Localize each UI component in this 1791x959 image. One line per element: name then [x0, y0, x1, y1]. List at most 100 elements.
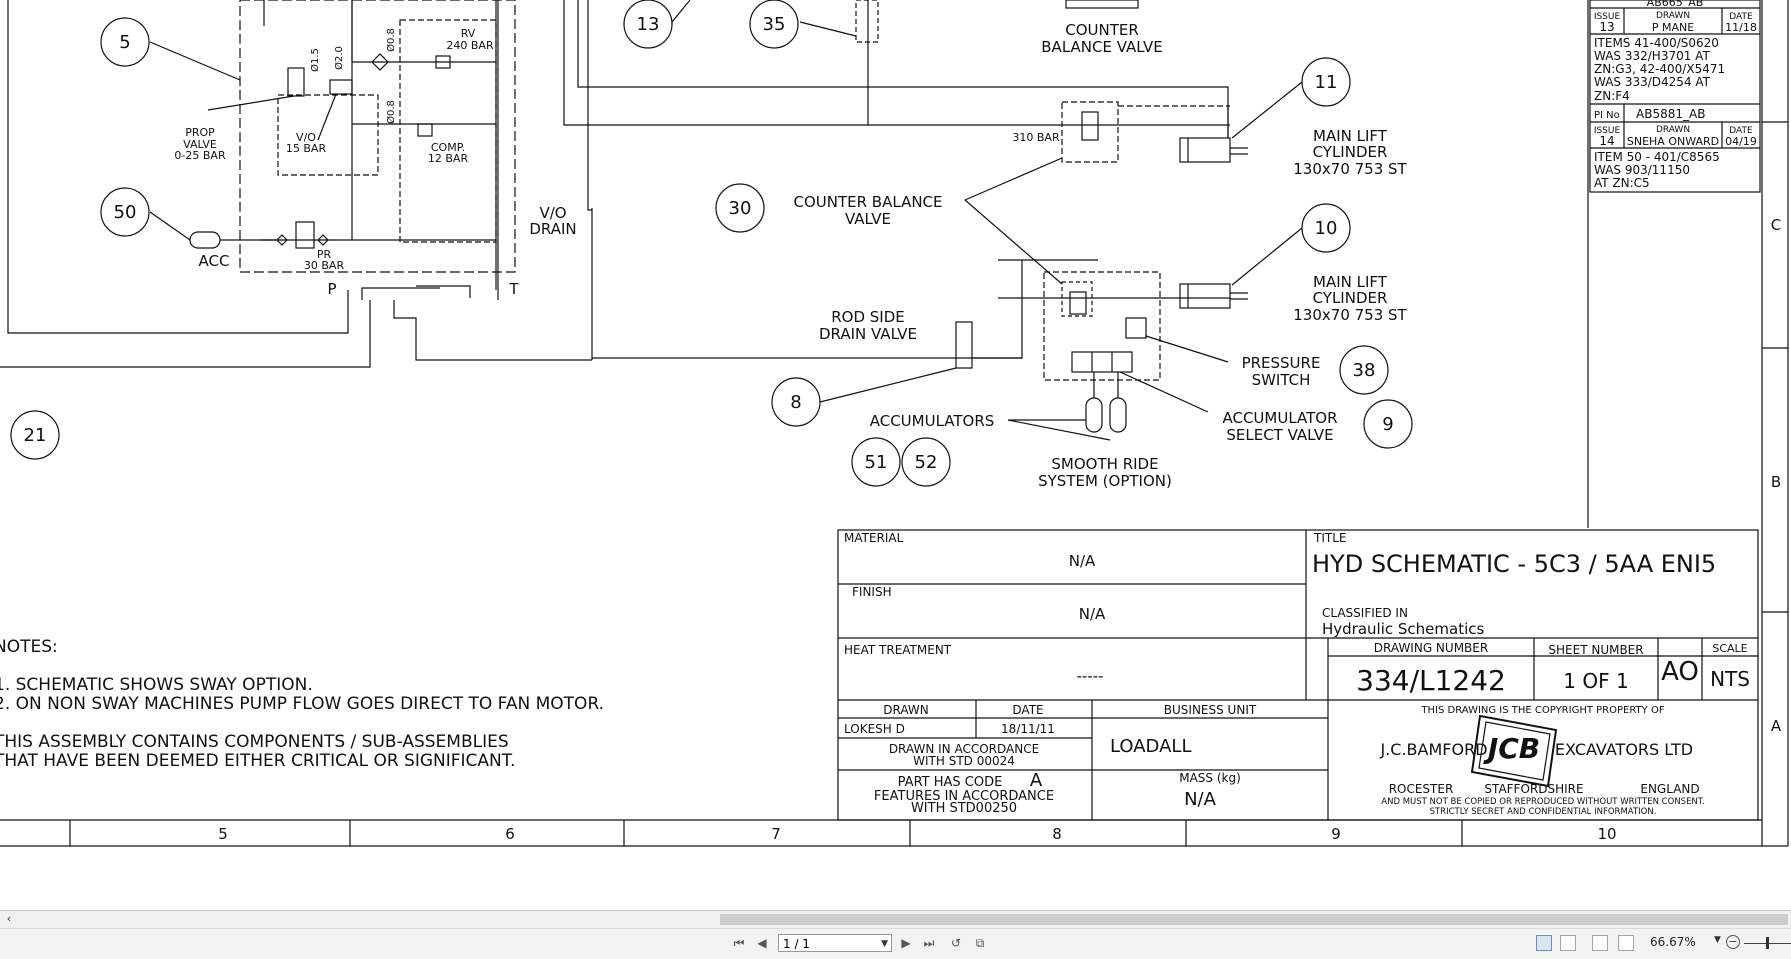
drawing-number-label: DRAWING NUMBER: [1374, 641, 1488, 655]
material-value: N/A: [1069, 552, 1096, 570]
horizontal-scrollbar[interactable]: ‹: [0, 910, 1791, 928]
label-accumulator-select-valve: ACCUMULATOR: [1222, 409, 1337, 427]
label-rv: RV: [461, 27, 476, 40]
date-label: DATE: [1012, 703, 1043, 717]
column-number: 9: [1331, 825, 1341, 843]
rev-13-issue: 13: [1599, 20, 1614, 34]
column-number: 5: [218, 825, 228, 843]
zoom-level[interactable]: 66.67%: [1650, 935, 1696, 949]
rev-drawn-label: DRAWN: [1656, 125, 1690, 135]
classified-value: Hydraulic Schematics: [1322, 620, 1484, 638]
label-310-bar: 310 BAR: [1012, 131, 1060, 144]
label-orifice: Ø0.8: [385, 100, 397, 124]
rev-13-drawn: P MANE: [1652, 21, 1694, 34]
prev-page-icon[interactable]: ◀: [757, 936, 767, 950]
scrollbar-thumb[interactable]: [720, 914, 1788, 925]
rev-partial: AB665_AB: [1647, 0, 1704, 9]
mass-value: N/A: [1184, 789, 1217, 810]
hydraulic-schematic: 5 50 13 35 11 30 10 8 38 9 51 52 21 PROP…: [0, 0, 1789, 847]
note-2: 2. ON NON SWAY MACHINES PUMP FLOW GOES D…: [0, 694, 604, 714]
location: STAFFORDSHIRE: [1484, 782, 1583, 796]
continuous-facing-view-icon[interactable]: [1618, 935, 1634, 951]
last-page-icon[interactable]: ⏭: [923, 936, 935, 950]
next-page-icon[interactable]: ▶: [901, 936, 911, 950]
rev-pi-label: PI No: [1594, 110, 1620, 121]
label-smooth-ride-system: SMOOTH RIDE: [1051, 455, 1158, 473]
zoom-out-icon[interactable]: −: [1726, 935, 1740, 949]
balloon-38: 38: [1353, 360, 1376, 381]
pages-icon[interactable]: ⧉: [975, 936, 985, 950]
finish-label: FINISH: [852, 585, 892, 599]
std-line: DRAWN IN ACCORDANCE: [889, 742, 1039, 756]
balloon-30: 30: [729, 198, 752, 219]
label-pressure-switch: SWITCH: [1252, 371, 1311, 389]
rev-date-label: DATE: [1729, 126, 1753, 136]
location: ROCESTER: [1389, 782, 1454, 796]
label-comp: 12 BAR: [428, 152, 469, 165]
label-port-t: T: [508, 280, 519, 298]
label-accumulators: ACCUMULATORS: [870, 412, 995, 430]
label-pr: 30 BAR: [304, 259, 345, 272]
label-main-lift-cylinder-2: 130x70 753 ST: [1293, 306, 1407, 324]
zoom-slider-thumb[interactable]: [1766, 937, 1769, 949]
zoom-dropdown-icon[interactable]: ▼: [1714, 935, 1721, 945]
label-counter-balance-valve: VALVE: [845, 210, 891, 228]
heat-treatment-label: HEAT TREATMENT: [844, 643, 952, 657]
notes-heading: NOTES:: [0, 637, 58, 657]
drawn-label: DRAWN: [883, 703, 929, 717]
zone-a: A: [1771, 717, 1782, 735]
label-pressure-switch: PRESSURE: [1242, 354, 1321, 372]
balloon-10: 10: [1315, 218, 1338, 239]
label-vo-drain: DRAIN: [529, 220, 576, 238]
single-page-view-icon[interactable]: [1536, 935, 1552, 951]
rev-drawn-label: DRAWN: [1656, 11, 1690, 21]
label-vo: V/O: [296, 131, 316, 144]
balloon-51: 51: [865, 452, 888, 473]
column-number: 6: [505, 825, 515, 843]
sheet-number-label: SHEET NUMBER: [1548, 643, 1643, 657]
viewer-status-bar: ⏮ ◀ 1 / 1 ▼ ▶ ⏭ ↺ ⧉ 66.67% ▼ −: [0, 928, 1791, 959]
label-main-lift-cylinder-1: 130x70 753 ST: [1293, 160, 1407, 178]
first-page-icon[interactable]: ⏮: [733, 936, 745, 950]
balloon-9: 9: [1382, 414, 1393, 435]
label-port-p: P: [327, 280, 336, 298]
label-accumulator-select-valve: SELECT VALVE: [1226, 426, 1333, 444]
part-code-line: WITH STD00250: [911, 801, 1017, 816]
balloon-11: 11: [1315, 72, 1338, 93]
rev-14-note: WAS 903/11150: [1594, 163, 1690, 177]
classified-label: CLASSIFIED IN: [1322, 606, 1408, 620]
std-line: WITH STD 00024: [913, 754, 1015, 768]
page-number-select[interactable]: 1 / 1 ▼: [778, 934, 892, 952]
label-smooth-ride-system: SYSTEM (OPTION): [1038, 472, 1172, 490]
drawing-number: 334/L1242: [1356, 664, 1506, 697]
sheet-size: AO: [1661, 657, 1699, 687]
label-rod-side-drain-valve: DRAIN VALVE: [819, 325, 917, 343]
rotate-icon[interactable]: ↺: [950, 936, 962, 950]
scroll-left-icon[interactable]: ‹: [6, 912, 12, 925]
company-right: EXCAVATORS LTD: [1555, 740, 1693, 759]
zone-c: C: [1771, 216, 1781, 234]
balloon-52: 52: [915, 452, 938, 473]
page-number-value: 1 / 1: [783, 937, 810, 951]
column-number: 10: [1597, 825, 1616, 843]
label-prop-valve: PROP: [185, 126, 215, 139]
label-orifice: Ø1.5: [309, 48, 321, 72]
column-number: 8: [1052, 825, 1062, 843]
rev-14-issue: 14: [1599, 134, 1614, 148]
heat-treatment-value: -----: [1076, 667, 1103, 685]
business-unit-label: BUSINESS UNIT: [1164, 703, 1257, 717]
facing-view-icon[interactable]: [1592, 935, 1608, 951]
continuous-view-icon[interactable]: [1560, 935, 1576, 951]
part-code-line: FEATURES IN ACCORDANCE: [874, 789, 1054, 804]
rev-13-note: WAS 332/H3701 AT: [1594, 49, 1710, 63]
label-vo: 15 BAR: [286, 142, 327, 155]
rev-14-drawn: SNEHA ONWARD: [1627, 135, 1719, 148]
rev-13-note: WAS 333/D4254 AT: [1594, 75, 1711, 89]
rev-13-date: 11/18: [1725, 21, 1757, 34]
mass-label: MASS (kg): [1179, 771, 1241, 785]
note-1: 1. SCHEMATIC SHOWS SWAY OPTION.: [0, 675, 313, 695]
label-prop-valve: 0-25 BAR: [174, 149, 226, 162]
drawn-date: 18/11/11: [1001, 722, 1055, 736]
scale-label: SCALE: [1712, 642, 1747, 655]
label-main-lift-cylinder-2: CYLINDER: [1313, 289, 1388, 307]
